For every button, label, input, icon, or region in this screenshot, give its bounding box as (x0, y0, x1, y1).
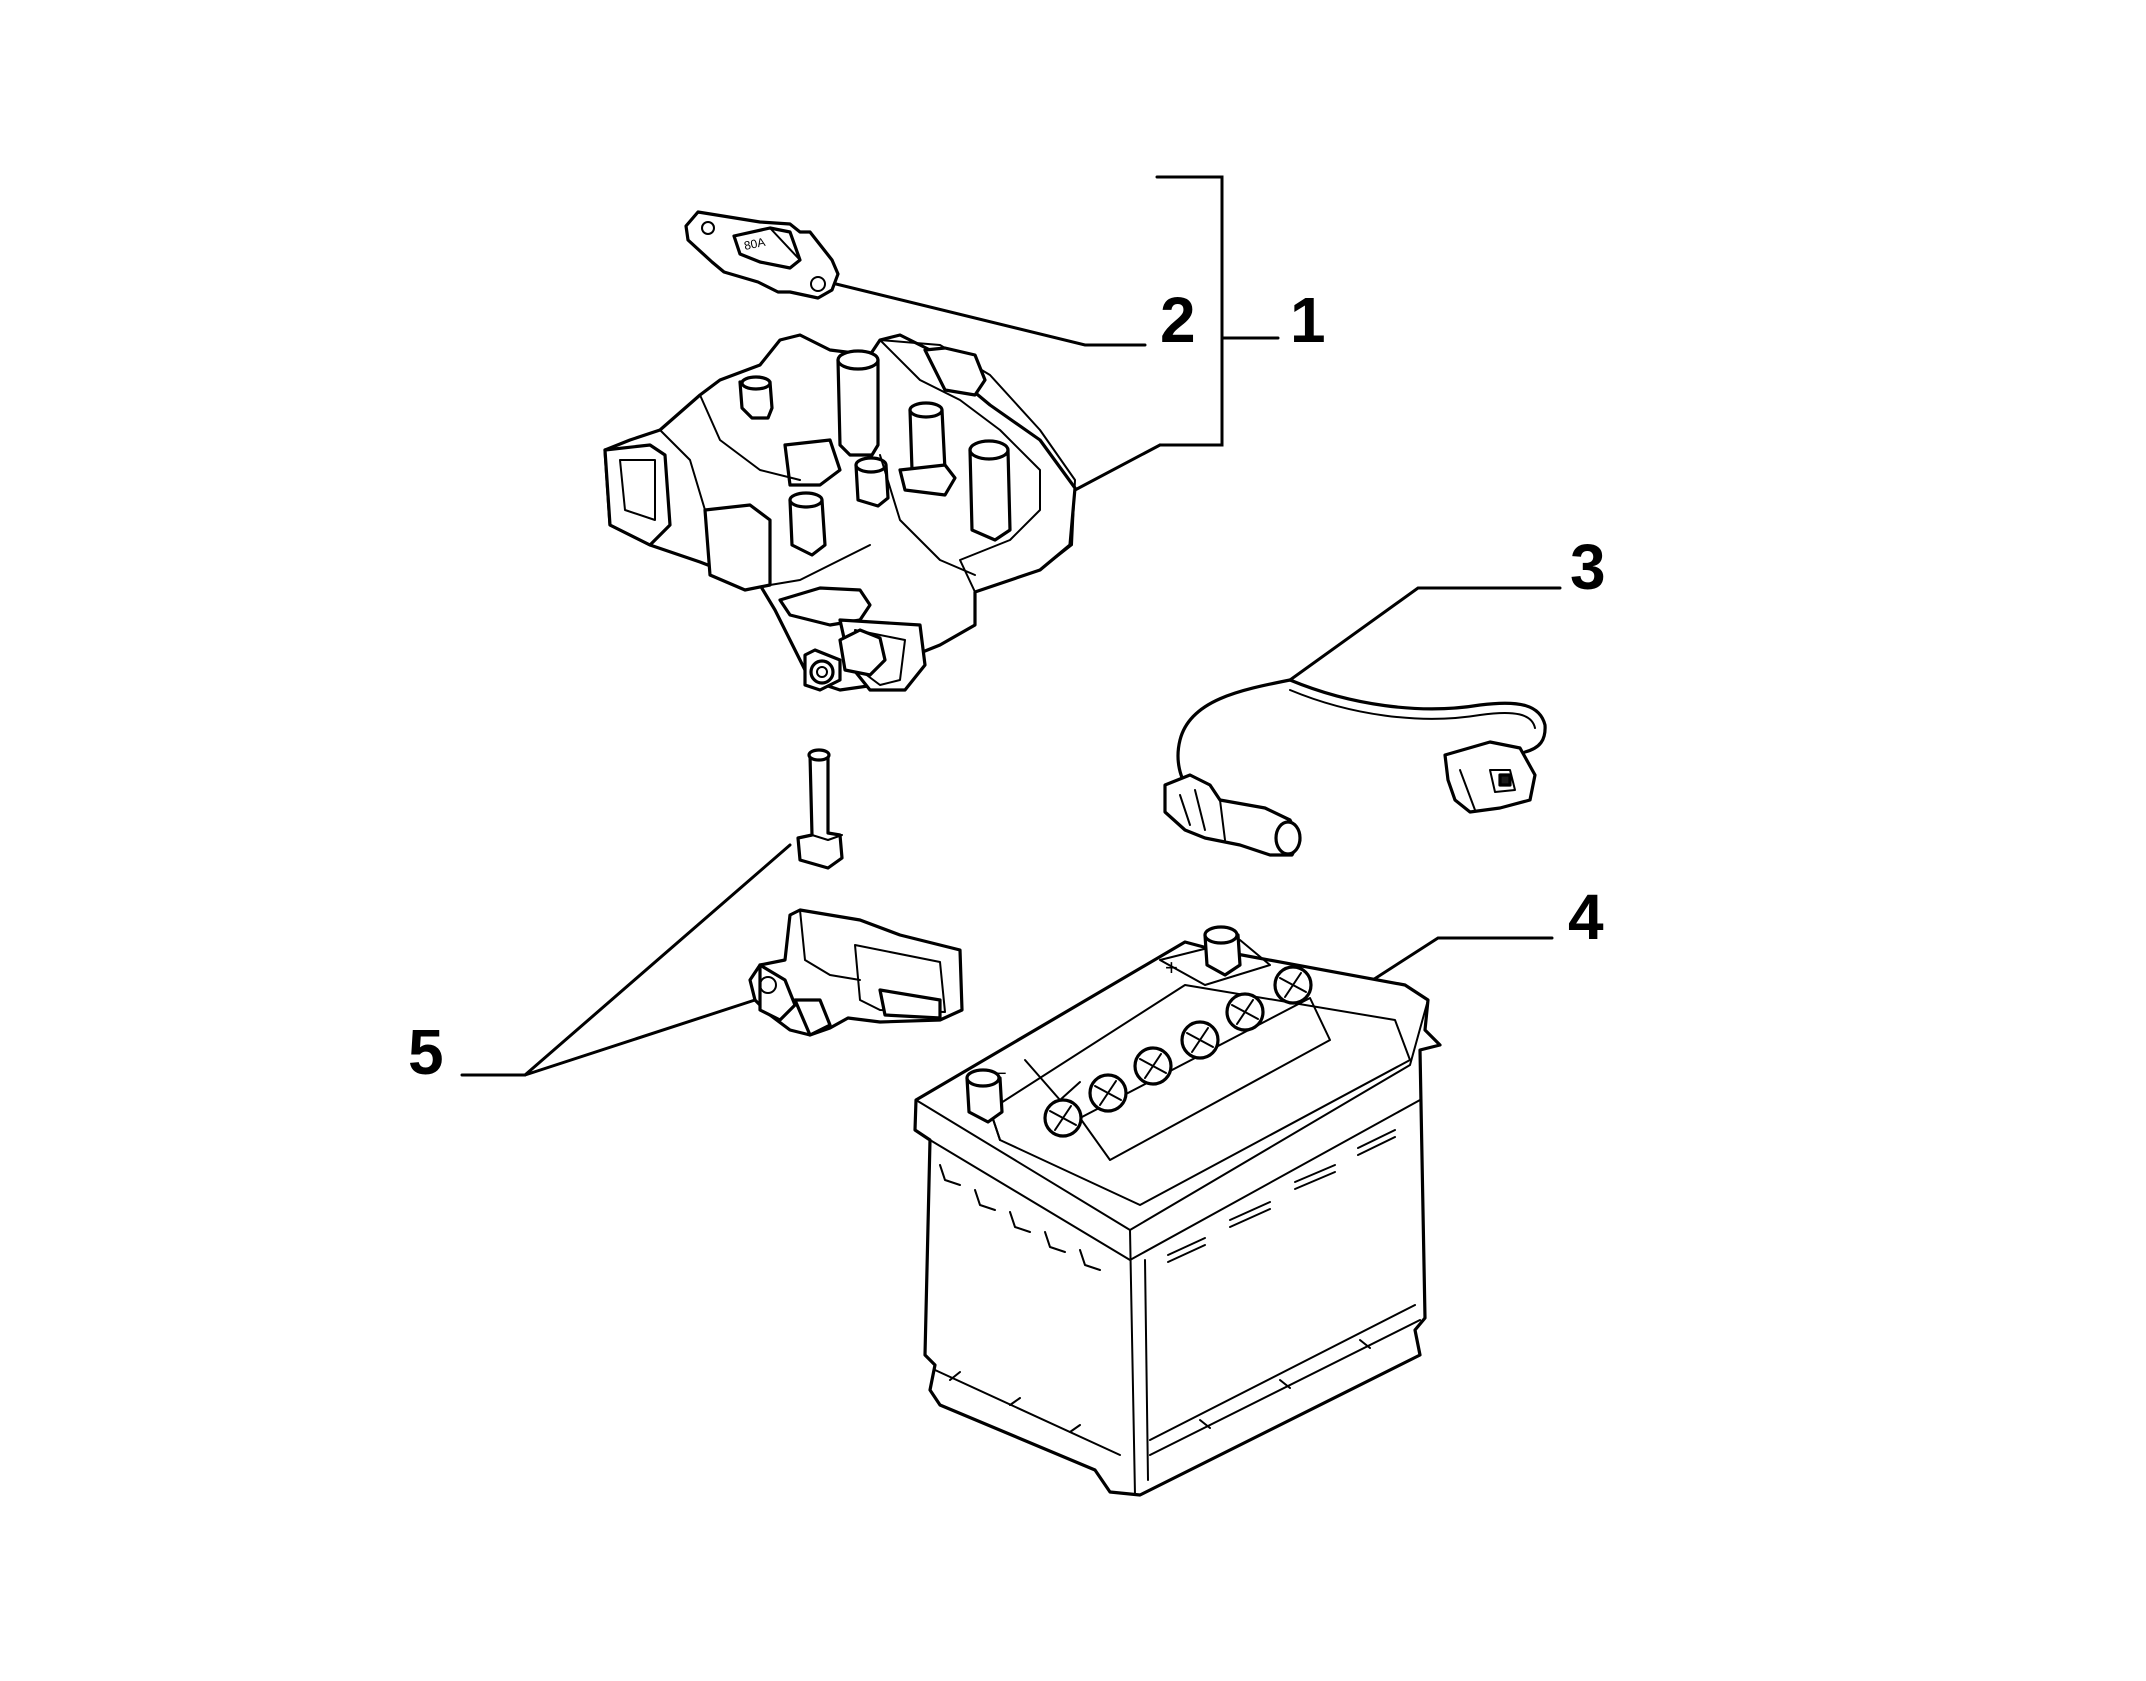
leader-3 (1288, 586, 1562, 682)
callout-2: 2 (1160, 284, 1196, 356)
negative-symbol: − (995, 1063, 1007, 1085)
leader-1-to-part (1073, 443, 1162, 492)
positive-symbol: + (1165, 955, 1178, 980)
callout-4: 4 (1568, 881, 1604, 953)
battery-cell-caps (1043, 965, 1313, 1138)
callout-3: 3 (1570, 531, 1606, 603)
battery-part: + − (913, 925, 1442, 1497)
negative-terminal-clamp-part (748, 908, 964, 1037)
leader-5b (523, 998, 757, 1077)
terminal-bolt-part (796, 748, 844, 870)
leader-bracket-1 (1155, 175, 1224, 447)
callout-5: 5 (408, 1016, 444, 1088)
fuse-part: 80A (684, 210, 840, 300)
fuse-rating-text: 80A (743, 235, 767, 253)
leader-lines (460, 175, 1562, 1077)
callout-1: 1 (1290, 284, 1326, 356)
battery-fuse-box-part (603, 333, 1077, 692)
battery-sensor-cable-part (1163, 678, 1547, 857)
leader-4 (1363, 936, 1554, 987)
leader-2 (830, 281, 1147, 347)
